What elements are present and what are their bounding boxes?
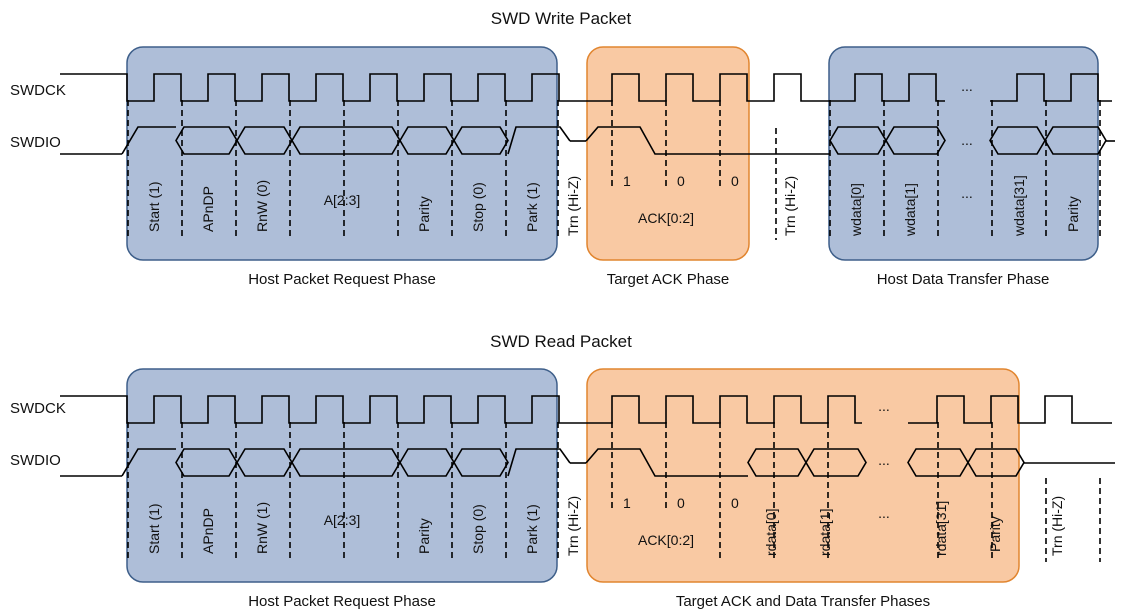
write-data-bit-1 xyxy=(885,126,946,155)
write-phase-host-data: Host Data Transfer Phase xyxy=(877,271,1050,288)
read-data-ellipsis: ... xyxy=(878,452,890,468)
read-data-ack xyxy=(585,448,748,477)
write-swdck-label: SWDCK xyxy=(10,82,66,99)
write-label-data-ellipsis: ... xyxy=(961,185,973,201)
read-label-start: Start (1) xyxy=(146,503,162,554)
write-label-trn-2: Trn (Hi-Z) xyxy=(782,176,798,236)
read-ack-bit-2: 0 xyxy=(731,495,739,511)
read-label-trn-2: Trn (Hi-Z) xyxy=(1049,496,1065,556)
write-label-start: Start (1) xyxy=(146,181,162,232)
write-swdio-waveform xyxy=(60,126,1115,155)
read-phase-target-ack-data: Target ACK and Data Transfer Phases xyxy=(676,593,930,610)
read-label-rdata31: rdata[31] xyxy=(933,501,949,556)
read-packet-section: SWD Read Packet SWDCK SWDIO Start (1) AP… xyxy=(10,332,1115,610)
write-label-wdata31: wdata[31] xyxy=(1011,175,1027,237)
read-label-data-parity: Parity xyxy=(987,516,1003,552)
read-data-park xyxy=(507,448,571,477)
read-data-bit-1 xyxy=(805,448,867,477)
read-label-rdata0: rdata[0] xyxy=(763,509,779,556)
write-label-data-parity: Parity xyxy=(1065,196,1081,232)
read-packet-title: SWD Read Packet xyxy=(490,332,632,351)
write-request-bit-4 xyxy=(453,126,509,155)
read-ack-bit-1: 0 xyxy=(677,495,685,511)
read-clock-trace-tail xyxy=(908,395,1112,424)
write-bit-dividers xyxy=(127,100,1101,240)
write-clock-ellipsis: ... xyxy=(961,78,973,94)
read-ack-label: ACK[0:2] xyxy=(638,532,694,548)
write-ack-bit-0: 1 xyxy=(623,173,631,189)
write-label-wdata1: wdata[1] xyxy=(902,183,918,237)
write-label-parity: Parity xyxy=(416,196,432,232)
write-label-rnw: RnW (0) xyxy=(254,180,270,232)
write-label-park: Park (1) xyxy=(524,182,540,232)
write-label-apndp: APnDP xyxy=(200,186,216,232)
write-packet-section: SWD Write Packet SWDCK SWDIO Start (1) A… xyxy=(10,9,1115,288)
write-label-trn-1: Trn (Hi-Z) xyxy=(565,176,581,236)
write-swdck-waveform xyxy=(60,73,1112,102)
write-ack-label: ACK[0:2] xyxy=(638,210,694,226)
read-swdio-waveform xyxy=(60,448,1115,477)
write-phase-host-request: Host Packet Request Phase xyxy=(248,271,436,288)
read-phase-host-request: Host Packet Request Phase xyxy=(248,593,436,610)
write-data-ellipsis: ... xyxy=(961,132,973,148)
read-bit-dividers xyxy=(127,422,1101,562)
read-ack-bit-0: 1 xyxy=(623,495,631,511)
write-label-stop: Stop (0) xyxy=(470,182,486,232)
read-label-parity: Parity xyxy=(416,518,432,554)
write-data-park xyxy=(507,126,571,155)
read-clock-trace-main xyxy=(60,395,862,424)
read-clock-ellipsis: ... xyxy=(878,398,890,414)
read-label-rnw: RnW (1) xyxy=(254,502,270,554)
read-label-rdata1: rdata[1] xyxy=(817,509,833,556)
write-clock-trace-main xyxy=(60,73,828,102)
write-packet-title: SWD Write Packet xyxy=(491,9,632,28)
write-phase-target-ack: Target ACK Phase xyxy=(607,271,730,288)
write-data-ack xyxy=(585,126,768,155)
write-clock-trace-data-b xyxy=(990,73,1112,102)
read-swdck-waveform xyxy=(60,395,1112,424)
read-label-address: A[2:3] xyxy=(324,512,361,528)
read-request-bit-4 xyxy=(453,448,509,477)
read-label-trn-1: Trn (Hi-Z) xyxy=(565,496,581,556)
read-swdck-label: SWDCK xyxy=(10,400,66,417)
write-label-wdata0: wdata[0] xyxy=(848,183,864,237)
read-label-stop: Stop (0) xyxy=(470,504,486,554)
write-ack-bit-1: 0 xyxy=(677,173,685,189)
write-swdio-label: SWDIO xyxy=(10,134,61,151)
read-label-data-ellipsis: ... xyxy=(878,505,890,521)
write-ack-bit-2: 0 xyxy=(731,173,739,189)
read-label-park: Park (1) xyxy=(524,504,540,554)
write-label-address: A[2:3] xyxy=(324,192,361,208)
read-swdio-label: SWDIO xyxy=(10,452,61,469)
read-label-apndp: APnDP xyxy=(200,508,216,554)
write-clock-trace-data-a xyxy=(828,73,945,102)
